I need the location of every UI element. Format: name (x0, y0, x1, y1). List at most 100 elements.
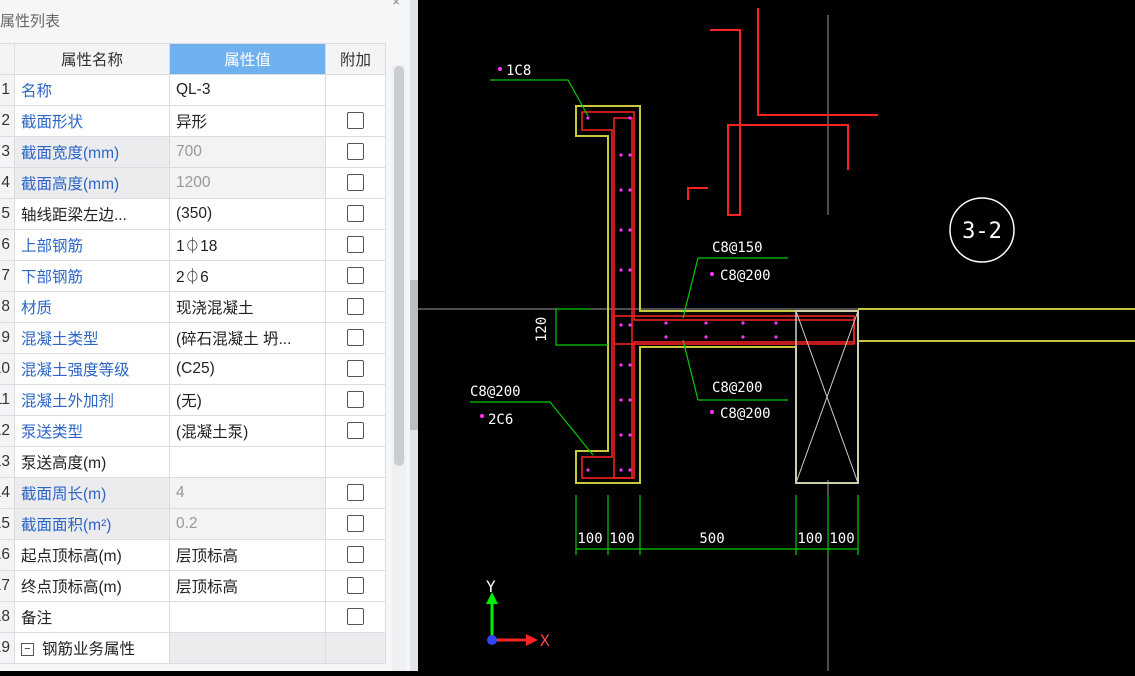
property-value[interactable]: 异形 (169, 105, 326, 137)
extra-checkbox[interactable] (347, 112, 364, 130)
section-mark-label: 3-2 (962, 219, 1002, 244)
property-value[interactable]: QL-3 (169, 74, 326, 106)
extra-checkbox[interactable] (347, 267, 364, 285)
extra-column-header[interactable]: 附加 (325, 43, 386, 75)
table-row[interactable]: 12泵送类型(混凝土泵) (0, 415, 386, 447)
opening-box (795, 310, 859, 484)
property-value[interactable] (169, 632, 326, 664)
property-value[interactable]: 现浇混凝土 (169, 291, 326, 323)
top-rebar-label: 1C8 (506, 63, 531, 79)
property-name: −钢筋业务属性 (14, 632, 170, 664)
table-row[interactable]: 17终点顶标高(m)层顶标高 (0, 570, 386, 602)
extra-cell (325, 291, 386, 323)
extra-checkbox[interactable] (347, 515, 364, 533)
extra-checkbox[interactable] (347, 236, 364, 254)
extra-checkbox[interactable] (347, 422, 364, 440)
cad-canvas[interactable]: 1C8 C8@150 C8@200 C8@200 C8@200 C8@200 2… (418, 0, 1135, 671)
row-number: 10 (0, 353, 15, 385)
extra-checkbox[interactable] (347, 608, 364, 626)
extra-cell (325, 415, 386, 447)
row-number: 6 (0, 229, 15, 261)
property-value: 0.2 (169, 508, 326, 540)
collapse-panel-handle[interactable] (410, 280, 418, 430)
stirrup-label-1: C8@150 (712, 240, 763, 256)
property-value[interactable] (169, 446, 326, 478)
property-name: 起点顶标高(m) (14, 539, 170, 571)
property-name: 混凝土强度等级 (14, 353, 170, 385)
extra-cell (325, 446, 386, 478)
property-value[interactable]: 1⏀18 (169, 229, 326, 261)
property-name: 材质 (14, 291, 170, 323)
thickness-label: 120 (534, 317, 550, 342)
property-name: 备注 (14, 601, 170, 633)
leader-lines (470, 79, 788, 456)
bottom-rebar-label: 2C6 (488, 412, 513, 428)
group-label: 钢筋业务属性 (42, 641, 136, 658)
property-value[interactable]: (无) (169, 384, 326, 416)
extra-checkbox[interactable] (347, 143, 364, 161)
extra-checkbox[interactable] (347, 360, 364, 378)
extra-checkbox[interactable] (347, 577, 364, 595)
property-value: 1200 (169, 167, 326, 199)
property-value[interactable]: (碎石混凝土 坍... (169, 322, 326, 354)
property-value[interactable]: (350) (169, 198, 326, 230)
extra-checkbox[interactable] (347, 546, 364, 564)
property-name: 混凝土外加剂 (14, 384, 170, 416)
row-number: 9 (0, 322, 15, 354)
property-value: 700 (169, 136, 326, 168)
dimension-lines (575, 495, 859, 555)
row-number: 3 (0, 136, 15, 168)
scrollbar-thumb[interactable] (394, 66, 404, 466)
property-value[interactable]: (C25) (169, 353, 326, 385)
property-value[interactable]: (混凝土泵) (169, 415, 326, 447)
property-value[interactable] (169, 601, 326, 633)
extra-checkbox[interactable] (347, 329, 364, 347)
panel-title: 属性列表 (0, 13, 61, 30)
table-row[interactable]: 18备注 (0, 601, 386, 633)
row-number: 15 (0, 508, 15, 540)
extra-checkbox[interactable] (347, 174, 364, 192)
section-mark-circle (949, 197, 1015, 263)
property-value[interactable]: 层顶标高 (169, 570, 326, 602)
table-row[interactable]: 19−钢筋业务属性 (0, 632, 386, 664)
property-name: 泵送高度(m) (14, 446, 170, 478)
table-row[interactable]: 11混凝土外加剂(无) (0, 384, 386, 416)
extra-cell (325, 167, 386, 199)
close-icon[interactable]: × (392, 0, 400, 9)
row-number: 5 (0, 198, 15, 230)
property-value[interactable]: 2⏀6 (169, 260, 326, 292)
row-number: 19 (0, 632, 15, 664)
collapse-icon[interactable]: − (21, 643, 34, 657)
row-number: 16 (0, 539, 15, 571)
dimension-labels: 100 100 500 100 100 (577, 531, 854, 547)
dim-label: 500 (699, 531, 724, 547)
extra-checkbox[interactable] (347, 391, 364, 409)
row-number: 13 (0, 446, 15, 478)
property-value[interactable]: 层顶标高 (169, 539, 326, 571)
stirrups (581, 111, 855, 479)
table-row[interactable]: 14截面周长(m)4 (0, 477, 386, 509)
name-column-header[interactable]: 属性名称 (14, 43, 170, 75)
extra-checkbox[interactable] (347, 298, 364, 316)
row-number-header (0, 43, 15, 75)
table-row[interactable]: 13泵送高度(m) (0, 446, 386, 478)
stirrup-label-4: C8@200 (720, 406, 771, 422)
table-row[interactable]: 10混凝土强度等级(C25) (0, 353, 386, 385)
table-row[interactable]: 16起点顶标高(m)层顶标高 (0, 539, 386, 571)
value-column-header[interactable]: 属性值 (169, 43, 326, 75)
extra-checkbox[interactable] (347, 484, 364, 502)
extra-checkbox[interactable] (347, 205, 364, 223)
section-drawing: 1C8 C8@150 C8@200 C8@200 C8@200 C8@200 2… (418, 8, 1135, 671)
table-row[interactable]: 15截面面积(m²)0.2 (0, 508, 386, 540)
property-name: 截面周长(m) (14, 477, 170, 509)
